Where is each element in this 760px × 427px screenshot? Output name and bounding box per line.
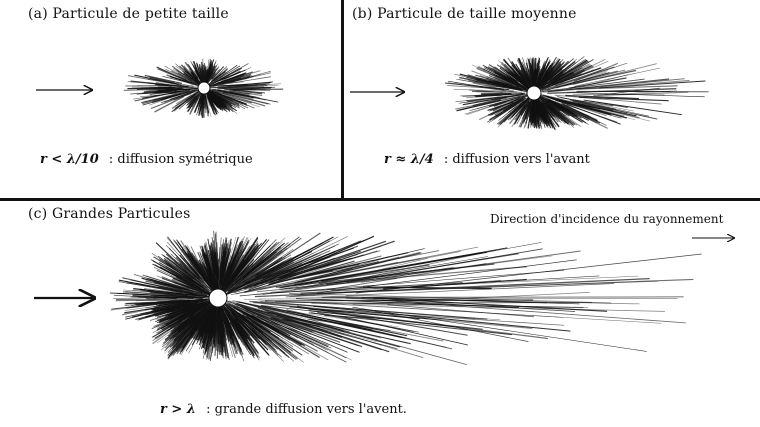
scatter-stroke <box>206 70 207 77</box>
scattering-pattern-c <box>110 231 702 365</box>
scattering-pattern-b <box>445 57 709 130</box>
scatter-stroke <box>217 314 218 344</box>
particle-a <box>198 82 210 94</box>
particle-b <box>527 86 541 100</box>
scatter-stroke <box>381 301 686 323</box>
particle-c <box>209 289 227 307</box>
scatter-stroke <box>472 91 506 92</box>
scatter-stroke <box>322 297 684 298</box>
scatter-stroke <box>573 94 665 95</box>
